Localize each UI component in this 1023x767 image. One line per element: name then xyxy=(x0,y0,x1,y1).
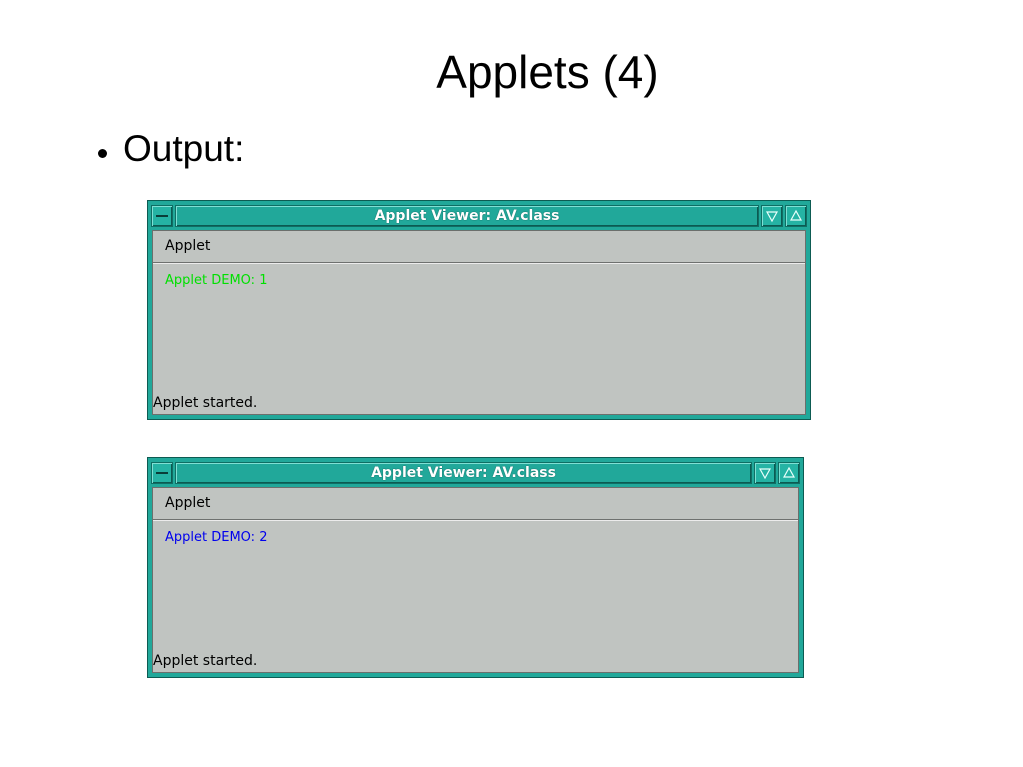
menu-applet[interactable]: Applet xyxy=(153,488,798,520)
minimize-icon[interactable] xyxy=(754,462,776,484)
bullet-text: Output: xyxy=(123,128,245,169)
applet-viewer-window-2: Applet Viewer: AV.class Applet Applet DE… xyxy=(147,457,804,678)
menu-applet[interactable]: Applet xyxy=(153,231,805,263)
title-bar[interactable]: Applet Viewer: AV.class xyxy=(151,461,800,485)
applet-viewer-window-1: Applet Viewer: AV.class Applet Applet DE… xyxy=(147,200,811,420)
window-title[interactable]: Applet Viewer: AV.class xyxy=(175,462,752,484)
window-menu-icon[interactable] xyxy=(151,462,173,484)
applet-demo-text: Applet DEMO: 1 xyxy=(165,273,268,288)
maximize-icon[interactable] xyxy=(785,205,807,227)
applet-demo-text: Applet DEMO: 2 xyxy=(165,530,268,545)
applet-client-area: Applet Applet DEMO: 2 Applet started. xyxy=(152,487,799,673)
bullet-dot-icon xyxy=(98,148,107,158)
status-text: Applet started. xyxy=(153,395,258,411)
slide-title: Applets (4) xyxy=(436,46,659,98)
bullet-item: Output: xyxy=(98,124,244,174)
status-text: Applet started. xyxy=(153,653,258,669)
maximize-icon[interactable] xyxy=(778,462,800,484)
applet-client-area: Applet Applet DEMO: 1 Applet started. xyxy=(152,230,806,415)
window-title[interactable]: Applet Viewer: AV.class xyxy=(175,205,759,227)
minimize-icon[interactable] xyxy=(761,205,783,227)
window-menu-icon[interactable] xyxy=(151,205,173,227)
title-bar[interactable]: Applet Viewer: AV.class xyxy=(151,204,807,228)
